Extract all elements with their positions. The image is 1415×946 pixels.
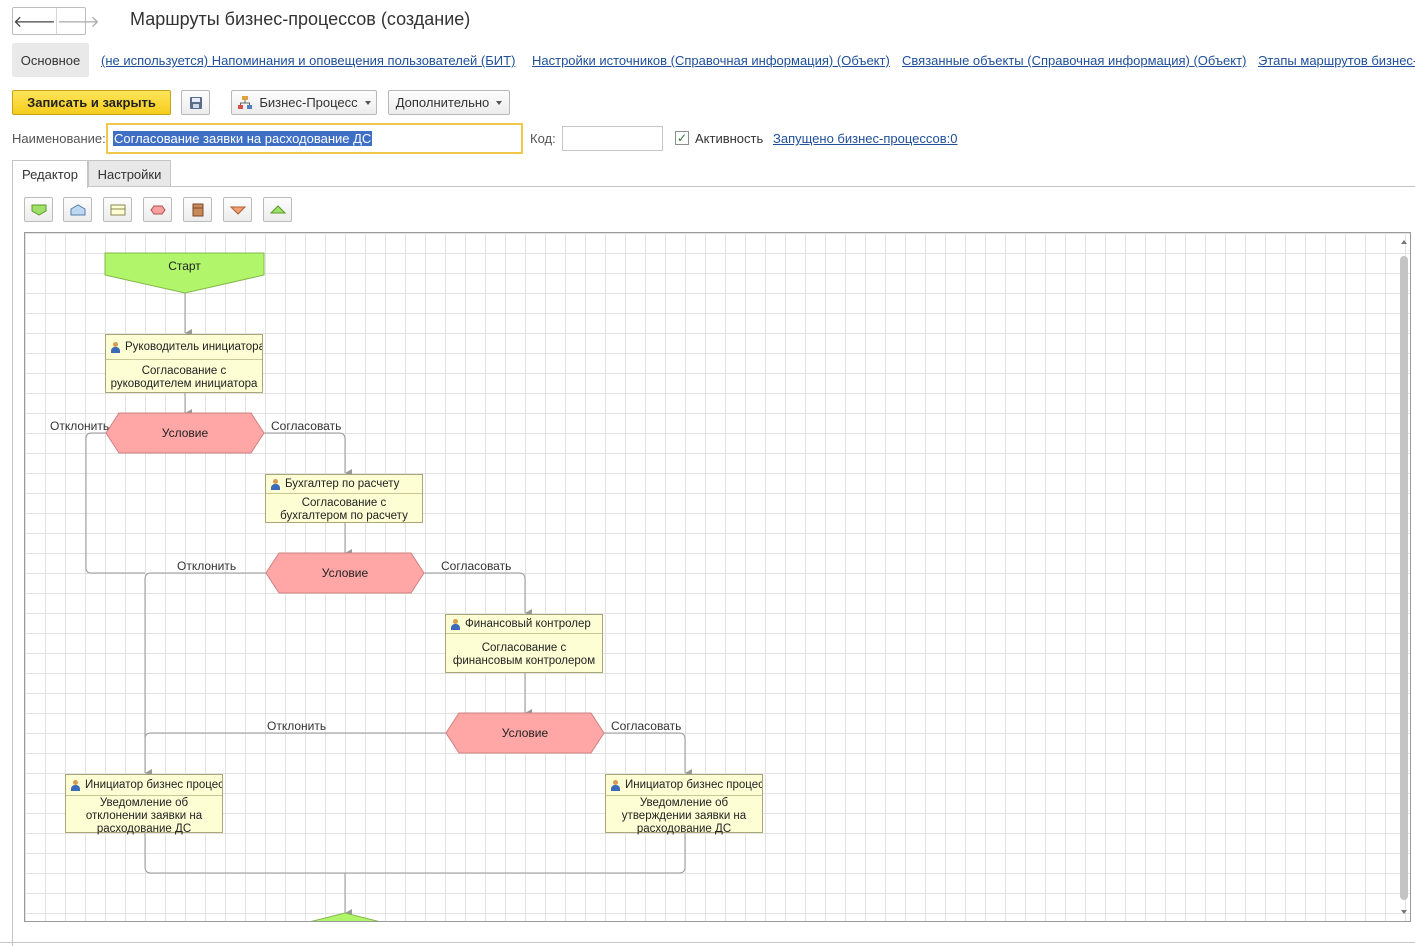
condition-1-label[interactable]: Условие	[161, 426, 209, 440]
save-button[interactable]	[181, 90, 210, 115]
palette-merge-button[interactable]	[263, 197, 292, 222]
tab-settings[interactable]: Настройки	[88, 160, 171, 187]
tab-divider	[12, 186, 1415, 187]
business-process-icon	[238, 95, 253, 109]
user-icon	[110, 341, 121, 353]
scrollbar-thumb[interactable]	[1400, 256, 1408, 900]
task-header: Руководитель инициатора...	[106, 335, 262, 360]
tab-editor[interactable]: Редактор	[12, 160, 88, 188]
user-icon	[610, 779, 621, 791]
scroll-up-icon	[1401, 240, 1407, 244]
task-executor: Инициатор бизнес процес...	[625, 779, 762, 791]
save-close-button[interactable]: Записать и закрыть	[12, 90, 171, 115]
condition-3-label[interactable]: Условие	[501, 726, 549, 740]
checkmark-icon: ✓	[676, 131, 688, 145]
task-header: Бухгалтер по расчету	[266, 475, 422, 494]
link-related-objects[interactable]: Связанные объекты (Справочная информация…	[902, 53, 1247, 68]
name-value: Согласование заявки на расходование ДС	[113, 131, 373, 146]
task-manager-approval[interactable]: Руководитель инициатора... Согласование …	[105, 334, 263, 393]
bottom-divider	[0, 942, 1415, 943]
reject-label-1: Отклонить	[50, 419, 110, 433]
name-label: Наименование:	[12, 131, 106, 146]
task-description: Уведомление об отклонении заявки на расх…	[85, 796, 203, 835]
task-description: Согласование с финансовым контролером	[452, 642, 596, 667]
task-description: Согласование с руководителем инициатора	[110, 365, 258, 390]
business-process-button[interactable]: Бизнес-Процесс	[231, 90, 377, 115]
split-shape-icon	[229, 206, 246, 215]
business-process-label: Бизнес-Процесс	[259, 95, 358, 110]
chevron-down-icon	[364, 100, 371, 105]
task-shape-icon	[110, 204, 125, 215]
vertical-scrollbar[interactable]	[1398, 236, 1410, 918]
task-header: Инициатор бизнес процес...	[606, 775, 762, 796]
tab-main[interactable]: Основное	[12, 43, 89, 77]
task-executor: Инициатор бизнес процес...	[85, 779, 222, 791]
reject-label-3: Отклонить	[267, 719, 327, 733]
approve-label-1: Согласовать	[271, 419, 342, 433]
more-button[interactable]: Дополнительно	[388, 90, 510, 115]
arrow-left-icon: 🡐	[13, 13, 56, 31]
link-notifications[interactable]: (не используется) Напоминания и оповещен…	[101, 53, 516, 68]
task-executor: Руководитель инициатора...	[125, 341, 262, 353]
palette-start-button[interactable]	[24, 197, 53, 222]
start-label: Старт	[168, 259, 201, 273]
condition-shape-icon	[149, 205, 166, 214]
link-route-stages[interactable]: Этапы маршрутов бизнес-	[1258, 53, 1415, 68]
reject-label-2: Отклонить	[177, 559, 237, 573]
user-icon	[450, 618, 461, 630]
running-processes-link[interactable]: Запущено бизнес-процессов:0	[773, 131, 958, 146]
history-nav: 🡐 🡒	[12, 7, 100, 35]
back-button[interactable]: 🡐	[13, 8, 56, 34]
palette-task-button[interactable]	[103, 197, 132, 222]
user-icon	[270, 478, 281, 490]
diagram-canvas[interactable]: Старт Условие Условие Условие Отклонить …	[24, 232, 1411, 922]
task-approve-notification[interactable]: Инициатор бизнес процес... Уведомление о…	[605, 774, 763, 835]
task-reject-notification[interactable]: Инициатор бизнес процес... Уведомление о…	[65, 774, 223, 835]
start-shape-icon	[31, 204, 46, 216]
active-checkbox[interactable]: ✓	[675, 131, 689, 145]
forward-button[interactable]: 🡒	[55, 8, 100, 34]
task-executor: Бухгалтер по расчету	[285, 478, 400, 490]
chevron-down-icon	[496, 100, 503, 105]
start-shape	[104, 252, 265, 294]
active-label: Активность	[695, 131, 764, 146]
link-source-settings[interactable]: Настройки источников (Справочная информа…	[532, 53, 890, 68]
name-input[interactable]: Согласование заявки на расходование ДС	[106, 123, 523, 154]
approve-label-2: Согласовать	[441, 559, 512, 573]
task-header: Финансовый контролер	[446, 615, 602, 634]
merge-shape-icon	[269, 204, 286, 213]
task-executor: Финансовый контролер	[465, 618, 591, 630]
end-shape-icon	[70, 203, 85, 215]
palette-condition-button[interactable]	[143, 197, 172, 222]
palette-processing-button[interactable]	[183, 197, 212, 222]
page-title: Маршруты бизнес-процессов (создание)	[130, 9, 471, 29]
code-label: Код:	[530, 131, 556, 146]
palette-end-button[interactable]	[63, 197, 92, 222]
condition-2-label[interactable]: Условие	[321, 566, 369, 580]
palette-split-button[interactable]	[223, 197, 252, 222]
scroll-down-icon	[1401, 910, 1407, 914]
code-input[interactable]	[562, 126, 663, 151]
diagram-connectors	[85, 252, 692, 921]
task-controller-approval[interactable]: Финансовый контролер Согласование с фина…	[445, 614, 603, 673]
arrow-right-icon: 🡒	[56, 13, 100, 31]
task-description: Уведомление об утверждении заявки на рас…	[621, 796, 747, 835]
approve-label-3: Согласовать	[611, 719, 682, 733]
task-header: Инициатор бизнес процес...	[66, 775, 222, 796]
task-accountant-approval[interactable]: Бухгалтер по расчету Согласование с бухг…	[265, 474, 423, 523]
user-icon	[70, 779, 81, 791]
floppy-icon	[189, 96, 202, 109]
task-description: Согласование с бухгалтером по расчету	[280, 497, 408, 522]
panel-border	[12, 186, 13, 946]
more-label: Дополнительно	[395, 95, 490, 110]
processing-shape-icon	[192, 203, 203, 216]
